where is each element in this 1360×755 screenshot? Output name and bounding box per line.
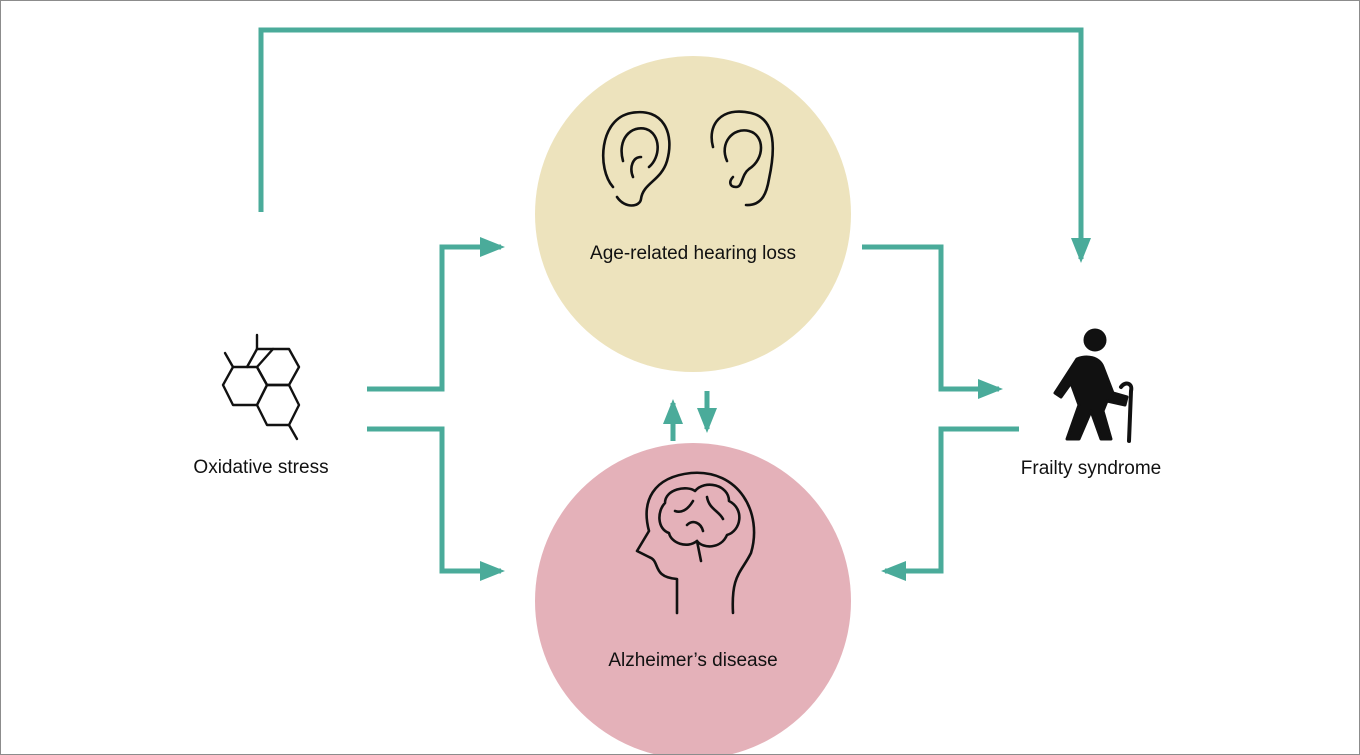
node-oxidative-stress-label: Oxidative stress [193,457,329,478]
elderly-person-with-cane-icon [1053,328,1134,443]
brain-head-icon [635,471,756,615]
alzheimers-circle [535,443,851,754]
arrow-oxidative-to-hearing-loss [367,237,506,392]
node-frailty-label: Frailty syndrome [1020,458,1162,479]
arrow-hearing-loss-to-frailty [862,244,1004,399]
node-hearing-loss-label: Age-related hearing loss [590,243,796,264]
arrow-oxidative-to-frailty [258,27,1091,264]
arrow-frailty-to-alzheimers [880,426,1019,581]
arrow-oxidative-to-alzheimers [367,426,506,581]
node-alzheimers-label: Alzheimer’s disease [608,650,778,671]
ears-icon [601,110,775,207]
molecule-icon [221,333,301,441]
hearing-loss-circle [535,56,851,372]
